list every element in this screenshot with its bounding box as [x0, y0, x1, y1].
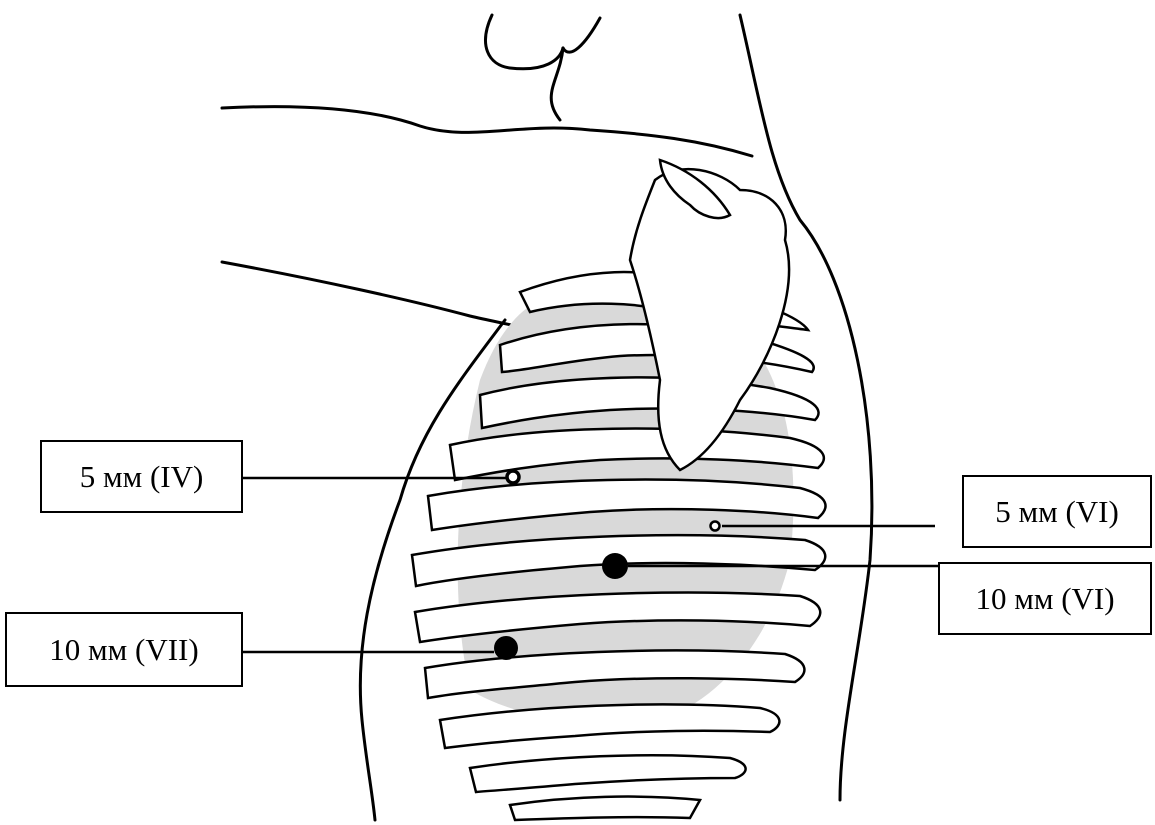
port-marker-10mm-vii: [494, 636, 518, 660]
port-marker-5mm-vi: [711, 522, 720, 531]
port-marker-5mm-iv: [507, 471, 519, 483]
label-5mm-iv: 5 мм (IV): [40, 440, 243, 513]
port-marker-10mm-vi: [602, 553, 628, 579]
label-10mm-vi: 10 мм (VI): [938, 562, 1152, 635]
label-5mm-vi: 5 мм (VI): [962, 475, 1152, 548]
label-10mm-vii: 10 мм (VII): [5, 612, 243, 687]
